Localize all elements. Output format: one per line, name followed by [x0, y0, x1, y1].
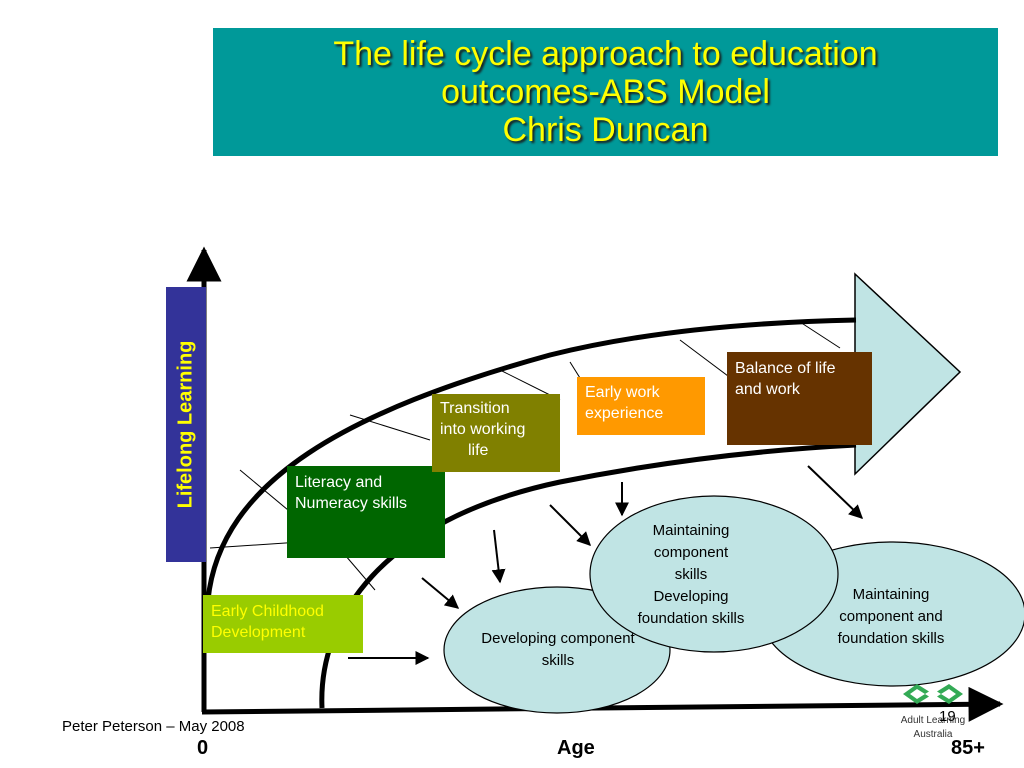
title-line-1: The life cycle approach to education [333, 35, 878, 73]
stage-balance-line2: and work [735, 381, 800, 398]
y-axis-label-box: Lifelong Learning [166, 287, 206, 562]
bubble-mf-line1: Maintaining [852, 586, 930, 603]
logo-chevron-icon [903, 684, 963, 704]
adult-learning-logo: Adult Learning Australia [898, 680, 978, 750]
bubble-md-line2: component [653, 544, 729, 561]
bubble-developing-line2: skills [541, 652, 575, 669]
stage-early-childhood-line2: Development [211, 624, 306, 641]
stage-transition: Transition into working life [432, 394, 560, 472]
stage-early-work: Early work experience [577, 377, 705, 435]
title-line-2: outcomes-ABS Model [441, 73, 770, 111]
y-axis-label: Lifelong Learning [174, 340, 197, 509]
stage-early-childhood-line1: Early Childhood [211, 603, 324, 620]
logo-text-line1: Adult Learning [900, 715, 966, 726]
stage-transition-line3: life [468, 442, 489, 459]
footer-text: Peter Peterson – May 2008 [62, 718, 245, 735]
bubble-maintaining-foundation-text: Maintaining component and foundation ski… [816, 584, 966, 650]
stage-literacy-line1: Literacy and [295, 474, 383, 491]
bubble-mf-line2: component and [839, 608, 943, 625]
bubble-maintaining-developing-text: Maintaining component skills Developing … [616, 520, 766, 630]
stage-balance-line1: Balance of life [735, 360, 836, 377]
logo-text-line2: Australia [913, 729, 953, 740]
title-line-3: Chris Duncan [502, 111, 709, 149]
stage-literacy: Literacy and Numeracy skills [287, 466, 445, 558]
stage-literacy-line2: Numeracy skills [295, 495, 408, 512]
page-number: 19 [939, 708, 956, 725]
stage-balance: Balance of life and work [727, 352, 872, 445]
bubble-md-line4: Developing [653, 588, 729, 605]
x-axis-start-label: 0 [197, 737, 209, 759]
title-banner: The life cycle approach to education out… [213, 28, 998, 156]
flow-arrows [348, 465, 864, 665]
bubble-md-line1: Maintaining [652, 522, 730, 539]
bubble-md-line5: foundation skills [637, 610, 745, 627]
bubble-mf-line3: foundation skills [837, 630, 945, 647]
bubble-md-line3: skills [674, 566, 708, 583]
x-axis-end-label: 85+ [951, 737, 985, 759]
x-axis-label: Age [557, 737, 595, 759]
upper-curve [205, 317, 857, 601]
bubble-maintaining-developing [589, 495, 839, 653]
stage-early-work-line2: experience [585, 405, 664, 422]
stage-transition-line1: Transition [440, 400, 510, 417]
bubble-developing-line1: Developing component [481, 630, 635, 647]
bubble-developing-text: Developing component skills [452, 628, 664, 672]
stage-early-childhood: Early Childhood Development [203, 595, 363, 653]
stage-transition-line2: into working [440, 421, 526, 438]
stage-early-work-line1: Early work [585, 384, 660, 401]
